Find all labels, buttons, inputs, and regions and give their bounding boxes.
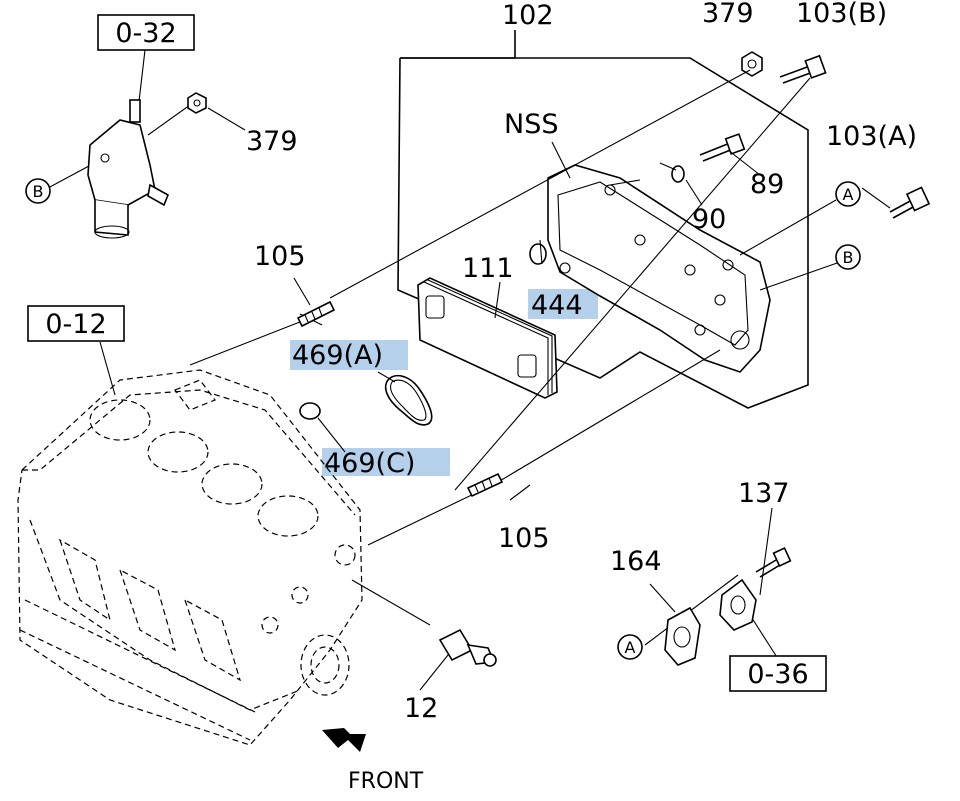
marker-b-right xyxy=(835,244,861,270)
part-164-label: 164 xyxy=(610,546,662,577)
o-ring-444 xyxy=(529,243,547,265)
bolt-89 xyxy=(699,133,746,162)
part-105-top-label: 105 xyxy=(254,241,306,272)
leader-lines xyxy=(47,49,891,691)
part-102-label: 102 xyxy=(502,0,554,31)
bolt-103b xyxy=(779,54,827,84)
nut-379-left xyxy=(187,92,207,114)
part-103a-label: 103(A) xyxy=(826,121,917,152)
part-469a-label: 469(A) xyxy=(292,340,383,371)
ref-box-0-32 xyxy=(97,14,195,51)
stud-105-bottom xyxy=(466,472,504,498)
marker-b-left xyxy=(25,178,51,204)
part-379-top-label: 379 xyxy=(702,0,754,29)
part-111-label: 111 xyxy=(462,253,514,284)
part-105-bottom-label: 105 xyxy=(498,523,550,554)
stud-105-top xyxy=(296,300,336,328)
marker-b-left-label: B xyxy=(33,182,44,201)
highlight-469c xyxy=(322,448,450,476)
highlight-469a xyxy=(290,340,408,370)
part-12-label: 12 xyxy=(404,693,438,724)
highlight-444 xyxy=(528,289,598,319)
part-89-label: 89 xyxy=(750,169,784,200)
part-379-left-label: 379 xyxy=(246,126,298,157)
nut-379-top xyxy=(741,51,763,77)
front-arrow-icon xyxy=(322,728,366,752)
marker-a-bottom-label: A xyxy=(625,638,636,657)
part-103b-label: 103(B) xyxy=(796,0,887,29)
thermostat-housing xyxy=(87,99,170,239)
flange-0-36 xyxy=(719,578,757,631)
part-444-label: 444 xyxy=(531,290,583,321)
part-469c-label: 469(C) xyxy=(324,448,415,479)
ref-box-0-36 xyxy=(729,655,827,692)
oil-cooler-housing xyxy=(547,164,771,373)
washer-90 xyxy=(671,165,685,183)
marker-b-right-label: B xyxy=(843,248,854,267)
fitting-12 xyxy=(438,628,497,667)
part-137-label: 137 xyxy=(738,478,790,509)
marker-a-right-label: A xyxy=(843,185,854,204)
o-ring-469c xyxy=(299,402,321,420)
engine-block xyxy=(17,369,363,746)
ref-box-0-12 xyxy=(27,305,125,342)
marker-a-right xyxy=(835,181,861,207)
ref-0-12-label: 0-12 xyxy=(45,309,106,340)
front-label: FRONT xyxy=(348,769,424,794)
gasket-164 xyxy=(664,606,701,666)
marker-a-bottom xyxy=(617,634,643,660)
bolt-103a xyxy=(889,186,931,219)
part-nss-label: NSS xyxy=(504,109,558,140)
gasket-469a xyxy=(384,374,433,426)
cooler-element-111 xyxy=(417,277,558,399)
bolt-137 xyxy=(755,547,792,578)
ref-0-32-label: 0-32 xyxy=(115,18,176,49)
ref-0-36-label: 0-36 xyxy=(747,659,808,690)
part-90-label: 90 xyxy=(692,204,726,235)
